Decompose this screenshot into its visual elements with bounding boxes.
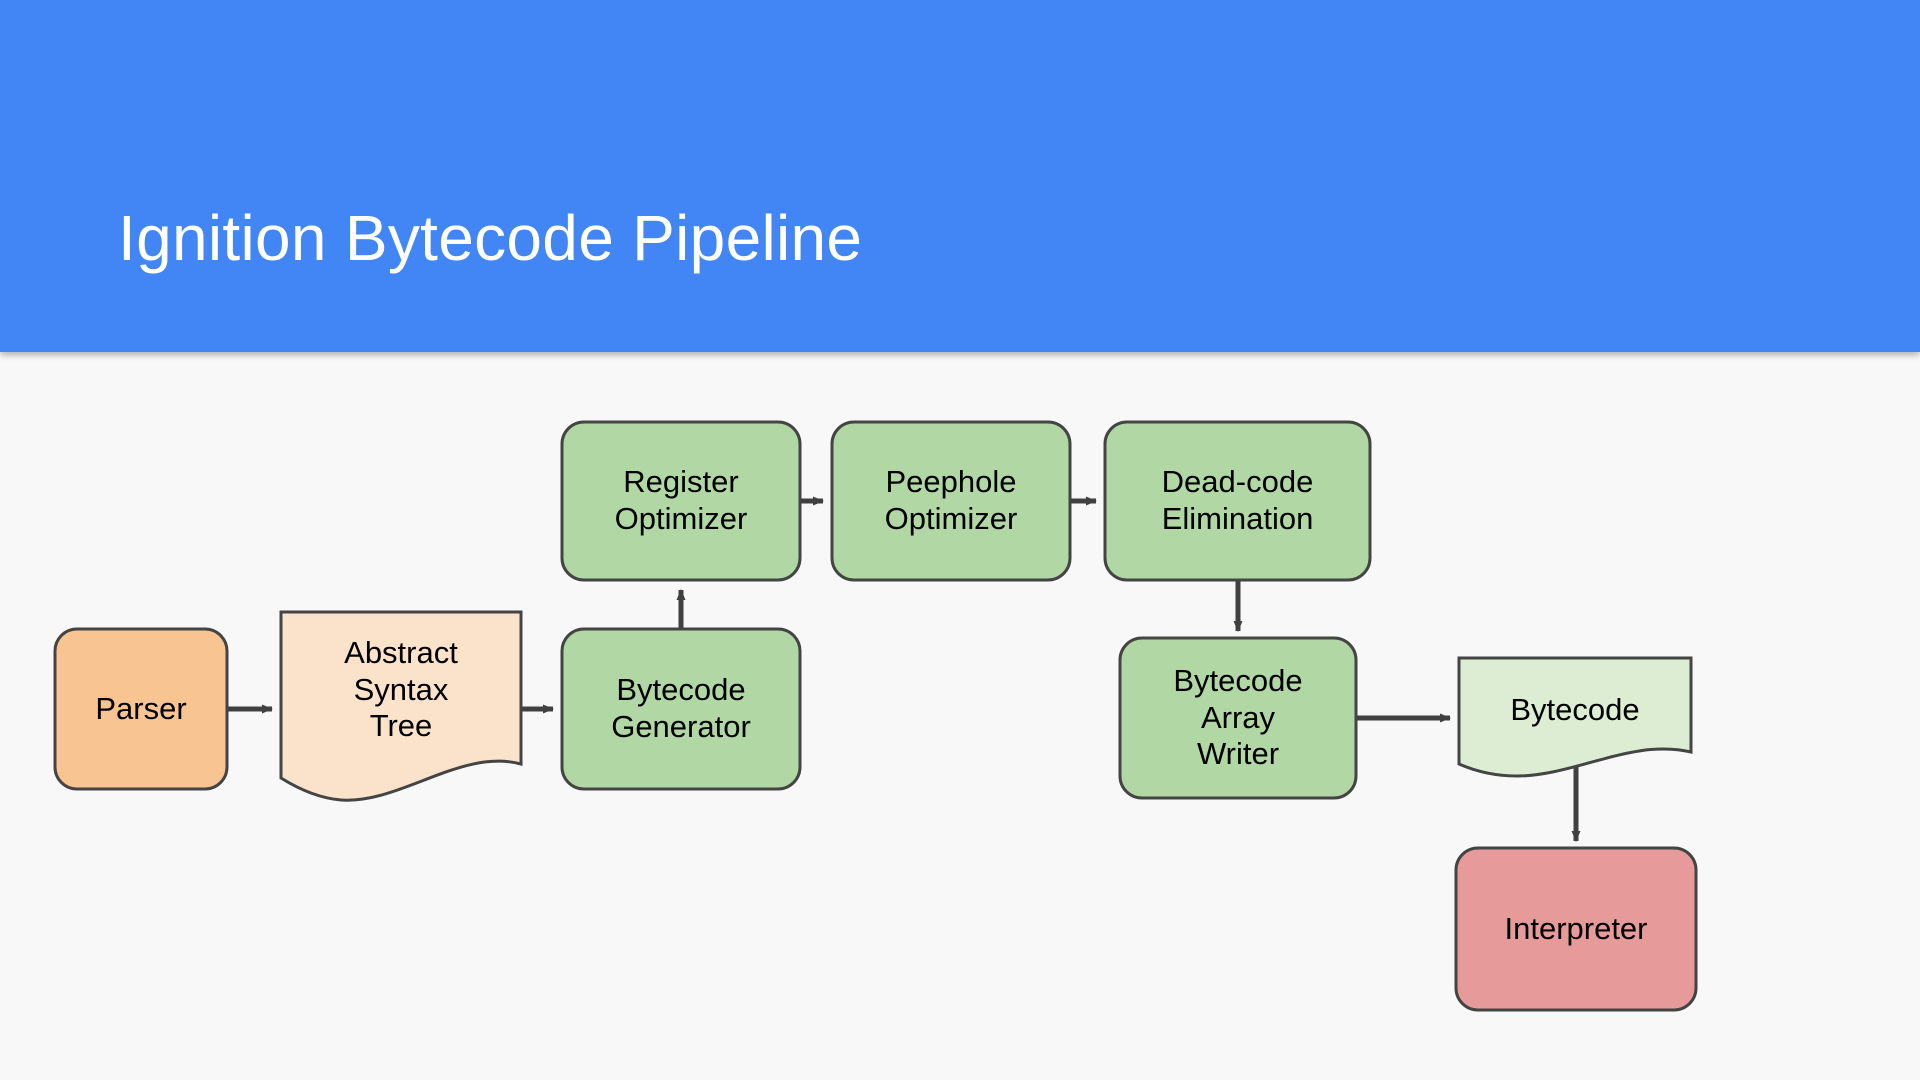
node-bytecode-generator[interactable] (560, 627, 802, 791)
node-bytecode[interactable] (1457, 656, 1693, 778)
node-layer (53, 420, 1698, 1012)
node-peephole-optimizer[interactable] (830, 420, 1072, 582)
flowchart-svg (53, 420, 1698, 1012)
edge-layer (228, 496, 1581, 842)
node-bytecode-array-writer[interactable] (1118, 636, 1358, 800)
diagram-canvas: Parser Abstract Syntax Tree Bytecode Gen… (0, 352, 1920, 1080)
node-parser[interactable] (53, 627, 229, 791)
node-dead-code-elimination[interactable] (1103, 420, 1372, 582)
node-register-optimizer[interactable] (560, 420, 802, 582)
node-abstract-syntax-tree[interactable] (279, 610, 523, 802)
slide-header-band: Ignition Bytecode Pipeline (0, 0, 1920, 352)
page-title: Ignition Bytecode Pipeline (118, 202, 863, 274)
node-interpreter[interactable] (1454, 846, 1698, 1012)
